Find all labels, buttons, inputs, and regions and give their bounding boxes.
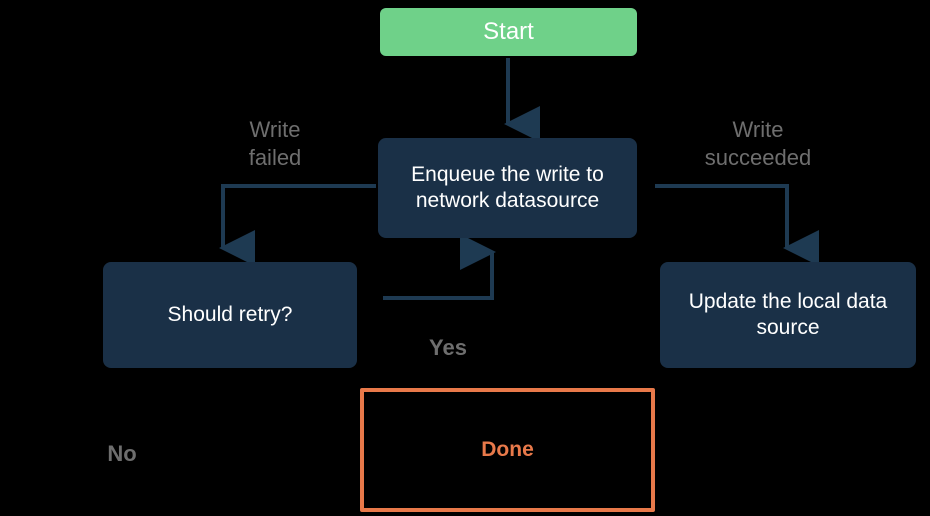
node-enqueue-write[interactable]: Enqueue the write to network datasource: [378, 138, 637, 238]
node-update-label: Update the local data source: [688, 290, 888, 339]
edge-retry-yes-to-enqueue: [383, 234, 496, 300]
node-update-local-datasource[interactable]: Update the local data source: [660, 262, 916, 368]
node-should-retry[interactable]: Should retry?: [103, 262, 357, 368]
edge-label-no: No: [107, 441, 137, 466]
node-start-label: Start: [483, 18, 534, 46]
node-done[interactable]: Done: [360, 388, 655, 512]
node-start[interactable]: Start: [380, 8, 637, 56]
node-enqueue-label: Enqueue the write to network datasource: [411, 163, 604, 212]
edge-enqueue-to-update: [655, 184, 819, 266]
node-should-retry-label: Should retry?: [167, 303, 293, 327]
edge-label-write-succeeded: Write succeeded: [704, 117, 812, 170]
edge-enqueue-to-retry: [219, 184, 376, 266]
edge-label-write-failed: Write failed: [248, 117, 302, 170]
edge-label-yes: Yes: [429, 335, 467, 360]
node-done-label: Done: [481, 438, 534, 462]
